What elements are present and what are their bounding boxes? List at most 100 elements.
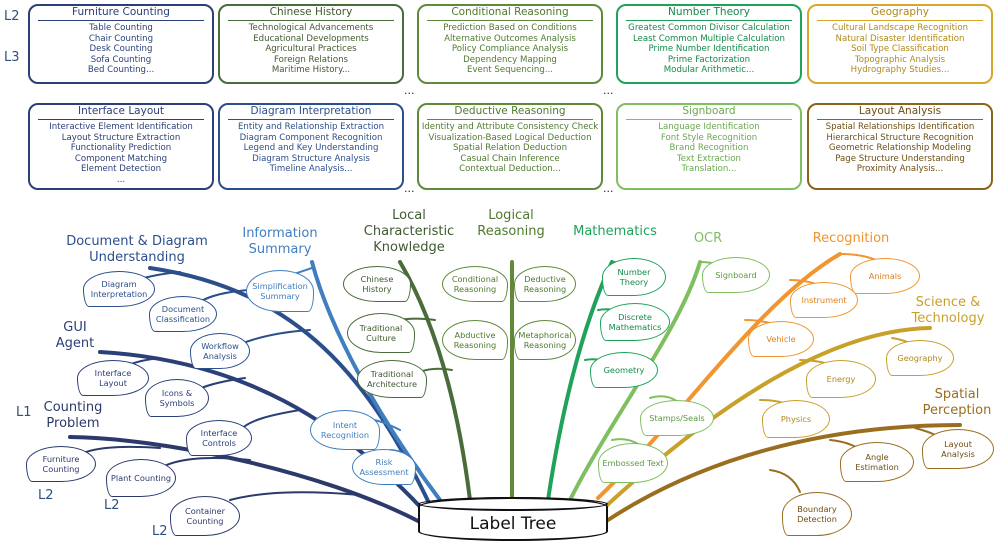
box-item: Casual Chain Inference [460, 153, 560, 164]
sub-branch [239, 409, 301, 431]
box-item: Desk Counting [89, 44, 153, 55]
box-item: Proximity Analysis... [856, 164, 944, 175]
ellipsis-dots: ... [404, 182, 415, 195]
box-deductive-reasoning: Deductive Reasoning Identity and Attribu… [417, 103, 603, 190]
box-rule [38, 20, 204, 21]
box-item: Sofa Counting [90, 54, 152, 65]
box-item: Alternative Outcomes Analysis [444, 33, 576, 44]
box-item: Page Structure Understanding [835, 153, 965, 164]
level-label-l2-top: L2 [4, 9, 20, 24]
branch-label-info: Information Summary [242, 226, 318, 257]
branch-label-local: Local Characteristic Knowledge [363, 208, 455, 255]
box-title: Conditional Reasoning [445, 6, 575, 18]
level-label-l1: L1 [16, 405, 32, 420]
branch-label-ocr: OCR [693, 231, 723, 246]
level-label-l2-c: L2 [152, 524, 168, 539]
branch-label-gui: GUI Agent [55, 320, 95, 351]
leaf-traditional-architecture: Traditional Architecture [357, 360, 427, 398]
level-label-l2-a: L2 [38, 488, 54, 503]
box-item: Hierarchical Structure Recognition [826, 132, 974, 143]
box-item: Spatial Relation Deduction [452, 143, 568, 154]
box-item: Functionality Prediction [70, 143, 172, 154]
box-item: Language Identification [658, 122, 760, 132]
box-item: Table Counting [89, 23, 153, 33]
level-label-l3-top: L3 [4, 50, 20, 65]
leaf-geography: Geography [886, 340, 954, 376]
box-item: Prime Number Identification [648, 44, 770, 55]
leaf-plant-counting: Plant Counting [106, 459, 176, 497]
box-rule [228, 20, 394, 21]
leaf-embossed-text: Embossed Text [598, 443, 668, 483]
box-rule [817, 20, 983, 21]
leaf-conditional-reasoning: Conditional Reasoning [442, 266, 508, 302]
box-item: Geometric Relationship Modeling [828, 143, 972, 154]
sub-branch [769, 469, 801, 493]
box-rule [38, 119, 204, 120]
box-item: Bed Counting... [87, 65, 155, 76]
leaf-number-theory: Number Theory [602, 258, 666, 296]
box-title: Geography [865, 6, 935, 18]
box-item: Font Style Recognition [660, 132, 758, 143]
leaf-metaphorical-reasoning: Metaphorical Reasoning [514, 320, 576, 360]
branch-label-math: Mathematics [573, 224, 657, 239]
box-rule [626, 20, 792, 21]
box-rule [626, 119, 792, 120]
box-item: Diagram Structure Analysis [252, 153, 370, 164]
box-item: Hydrography Studies... [850, 65, 950, 76]
leaf-document-classification: Document Classification [149, 296, 217, 332]
box-item: Least Common Multiple Calculation [632, 33, 785, 44]
sub-branch [229, 491, 361, 501]
sub-branch [237, 329, 311, 346]
box-title: Furniture Counting [66, 6, 176, 18]
leaf-furniture-counting: Furniture Counting [26, 446, 96, 482]
box-rule [228, 119, 394, 120]
box-item: Event Sequencing... [467, 65, 553, 76]
branch-local [398, 260, 472, 502]
branch-spatial [606, 423, 962, 522]
leaf-energy: Energy [806, 360, 876, 398]
box-item: Maritime History... [271, 65, 351, 76]
box-number-theory: Number Theory Greatest Common Divisor Ca… [616, 4, 802, 84]
branch-label-counting: Counting Problem [43, 400, 103, 431]
leaf-instrument: Instrument [790, 282, 858, 318]
box-signboard: Signboard Language Identification Font S… [616, 103, 802, 190]
box-item: Visualization-Based Logical Deduction [428, 132, 592, 143]
box-item: Component Matching [74, 153, 168, 164]
box-item: Modular Arithmetic... [663, 65, 755, 76]
box-interface-layout: Interface Layout Interactive Element Ide… [28, 103, 214, 190]
box-item: Foreign Relations [273, 54, 348, 65]
leaf-signboard: Signboard [702, 257, 770, 293]
box-item: Contextual Deduction... [459, 164, 561, 175]
box-title: Number Theory [661, 6, 756, 18]
sub-branch [159, 457, 251, 469]
box-item: Entity and Relationship Extraction [237, 122, 385, 132]
box-rule [427, 20, 593, 21]
box-item: Cultural Landscape Recognition [831, 23, 969, 33]
leaf-intent-recognition: Intent Recognition [310, 410, 380, 450]
leaf-container-counting: Container Counting [170, 496, 240, 536]
leaf-interface-layout: Interface Layout [77, 360, 149, 396]
box-item: Soil Type Classification [851, 44, 949, 55]
box-item: Layout Structure Extraction [61, 132, 181, 143]
box-diagram-interpretation: Diagram Interpretation Entity and Relati… [218, 103, 404, 190]
box-item: Technological Advancements [248, 23, 374, 33]
box-geography: Geography Cultural Landscape Recognition… [807, 4, 993, 84]
box-item: Greatest Common Divisor Calculation [628, 23, 790, 33]
branch-label-recog: Recognition [812, 231, 890, 246]
leaf-chinese-history: Chinese History [343, 266, 411, 302]
box-item: Topographic Analysis [854, 54, 946, 65]
box-item: Legend and Key Understanding [243, 143, 379, 154]
box-rule [817, 119, 983, 120]
box-item: Policy Compliance Analysis [451, 44, 569, 55]
box-item: ... [116, 174, 126, 185]
box-item: Prediction Based on Conditions [443, 23, 577, 33]
branch-counting [68, 435, 422, 524]
box-item: Timeline Analysis... [269, 164, 353, 175]
box-item: Dependency Mapping [463, 54, 557, 65]
leaf-animals: Animals [850, 258, 920, 294]
leaf-abductive-reasoning: Abductive Reasoning [442, 320, 508, 360]
ellipsis-dots: ... [603, 182, 614, 195]
leaf-simplification-summary: Simplification Summary [246, 270, 314, 312]
leaf-geometry: Geometry [590, 352, 658, 388]
box-furniture-counting: Furniture Counting Table Counting Chair … [28, 4, 214, 84]
